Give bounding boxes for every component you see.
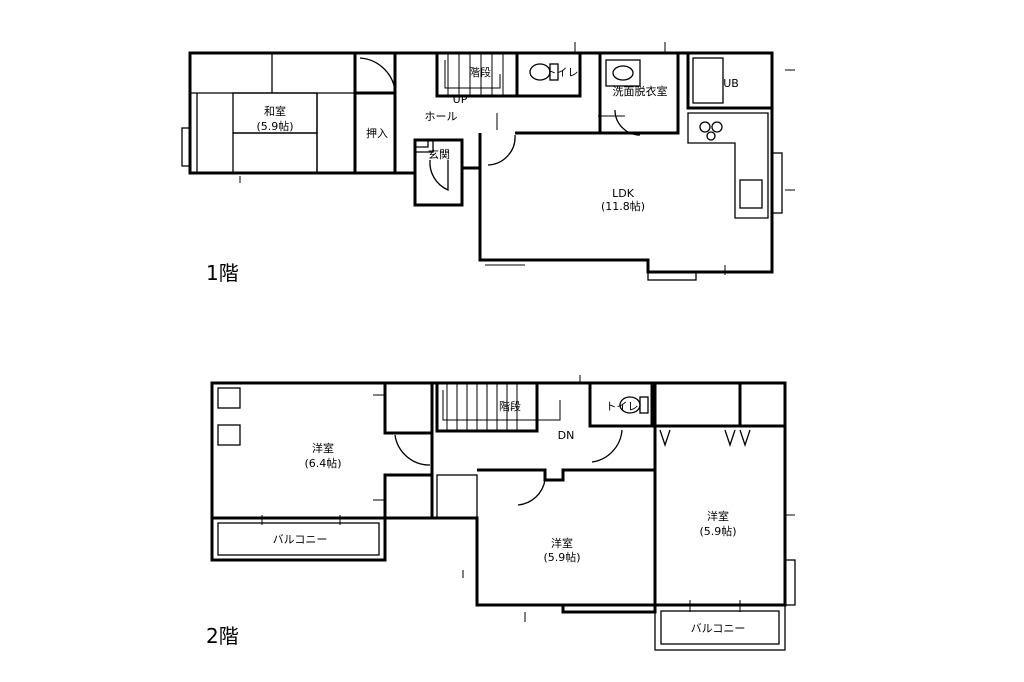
label-down: DN xyxy=(558,429,575,442)
label-western-a-size: (6.4帖) xyxy=(304,457,341,470)
label-ldk-size: (11.8帖) xyxy=(601,200,645,213)
room-ub xyxy=(686,51,774,110)
label-washitsu: 和室 xyxy=(264,104,286,118)
floor-1-plan: 和室 (5.9帖) 押入 階段 UP トイレ ホール 玄関 洗面脱衣室 UB L… xyxy=(181,42,795,285)
kitchen-counter xyxy=(687,112,769,219)
label-hall: ホール xyxy=(425,110,458,123)
label-western-c: 洋室 xyxy=(707,509,729,523)
floor1-window-bottom xyxy=(647,271,697,281)
label-oshiire: 押入 xyxy=(366,126,388,140)
label-toilet-1f: トイレ xyxy=(546,66,579,79)
floor-2-plan: 洋室 (6.4帖) 階段 DN トイレ 洋室 (5.9帖) 洋室 (5.9帖) … xyxy=(206,375,796,651)
label-western-b-size: (5.9帖) xyxy=(543,551,580,564)
floor-1-label: 1階 xyxy=(206,261,239,285)
balcony-right xyxy=(654,604,786,651)
floor2-window-right xyxy=(784,559,796,606)
floor1-window-right xyxy=(771,152,783,214)
label-western-a: 洋室 xyxy=(312,441,334,455)
floor-2-label: 2階 xyxy=(206,624,239,648)
label-entrance: 玄関 xyxy=(428,147,450,161)
label-up: UP xyxy=(453,93,468,106)
floor2-outer-wall xyxy=(210,381,787,614)
label-toilet-2f: トイレ xyxy=(606,400,639,413)
label-western-b: 洋室 xyxy=(551,536,573,550)
room-toilet-2f xyxy=(588,381,654,428)
label-balcony-left: バルコニー xyxy=(273,533,328,546)
room-entrance xyxy=(413,138,464,207)
room-western-a xyxy=(210,381,434,520)
label-washitsu-size: (5.9帖) xyxy=(256,120,293,133)
label-balcony-right: バルコニー xyxy=(691,622,746,635)
label-washroom: 洗面脱衣室 xyxy=(613,84,668,98)
label-stairs-1f: 階段 xyxy=(469,65,491,79)
label-western-c-size: (5.9帖) xyxy=(699,525,736,538)
label-stairs-2f: 階段 xyxy=(499,399,521,413)
label-ldk: LDK xyxy=(612,187,635,200)
label-ub: UB xyxy=(723,77,739,90)
